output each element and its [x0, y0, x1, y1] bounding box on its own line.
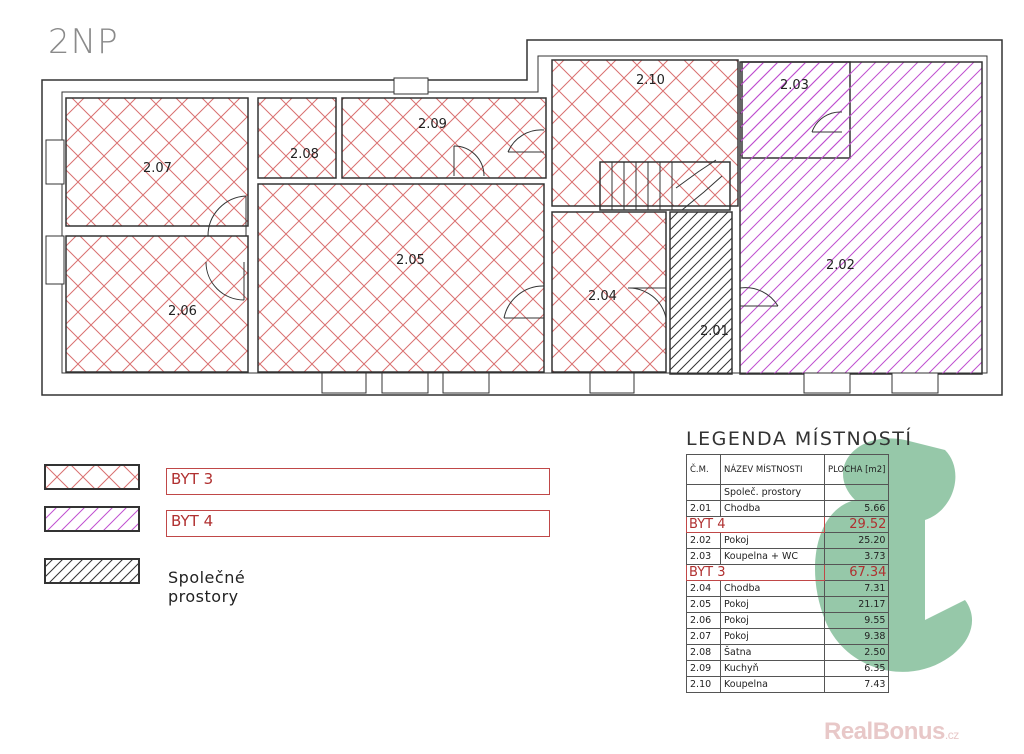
- cell-area: [823, 484, 890, 501]
- room-label-2-09: 2.09: [418, 117, 447, 132]
- header-area: PLOCHA [m2]: [823, 454, 890, 485]
- cell-num: 2.01: [686, 500, 721, 517]
- legend-swatch-common: [44, 558, 140, 584]
- cell-name: Koupelna: [720, 676, 825, 693]
- room-label-2-06: 2.06: [168, 304, 197, 319]
- doors: [205, 111, 843, 319]
- brand-suffix: .cz: [944, 728, 959, 742]
- cell-name: Kuchyň: [720, 660, 825, 677]
- room-2-06: [65, 235, 249, 373]
- watermark-brand: RealBonus.cz: [824, 718, 959, 746]
- cell-name: Pokoj: [720, 596, 825, 613]
- cell-name: Pokoj: [720, 532, 825, 549]
- windows: [45, 77, 939, 394]
- cell-name: BYT 3: [686, 564, 825, 581]
- legend-label-common: Společné prostory: [168, 568, 246, 606]
- cell-area: 21.17: [823, 596, 890, 613]
- inner-wall: [61, 55, 988, 374]
- room-label-2-08: 2.08: [290, 147, 319, 162]
- cell-area: 2.50: [823, 644, 890, 661]
- legend-swatch-byt3: [44, 464, 140, 490]
- cell-area: 7.43: [823, 676, 890, 693]
- header-name: NÁZEV MÍSTNOSTI: [720, 454, 825, 485]
- cell-name: BYT 4: [686, 516, 825, 533]
- cell-area: 9.55: [823, 612, 890, 629]
- room-2-01: [669, 211, 733, 375]
- cell-name: Pokoj: [720, 612, 825, 629]
- header-number: Č.M.: [686, 454, 721, 485]
- room-label-2-02: 2.02: [826, 258, 855, 273]
- room-label-2-05: 2.05: [396, 253, 425, 268]
- floor-label: 2NP: [48, 22, 119, 62]
- cell-name: Chodba: [720, 580, 825, 597]
- cell-num: 2.10: [686, 676, 721, 693]
- cell-area: 29.52: [823, 516, 890, 533]
- cell-num: 2.04: [686, 580, 721, 597]
- cell-num: [686, 484, 721, 501]
- room-2-09: [341, 97, 547, 179]
- legend-label-byt3: BYT 3: [166, 468, 550, 495]
- staircase: [599, 159, 731, 211]
- legend-label-byt4: BYT 4: [166, 510, 550, 537]
- room-label-2-10: 2.10: [636, 73, 665, 88]
- cell-name: Společ. prostory: [720, 484, 825, 501]
- cell-name: Pokoj: [720, 628, 825, 645]
- cell-num: 2.03: [686, 548, 721, 565]
- cell-area: 25.20: [823, 532, 890, 549]
- cell-name: Šatna: [720, 644, 825, 661]
- floor-plan: 2.07 2.08 2.09 2.10 2.03 2.02 2.05 2.06 2.04 2.01: [41, 39, 1003, 396]
- room-2-02: [739, 61, 983, 375]
- cell-area: 7.31: [823, 580, 890, 597]
- cell-area: 9.38: [823, 628, 890, 645]
- cell-num: 2.02: [686, 532, 721, 549]
- cell-num: 2.08: [686, 644, 721, 661]
- table-row: Společ. prostory: [686, 484, 890, 501]
- room-2-08: [257, 97, 337, 179]
- room-table-header: Č.M. NÁZEV MÍSTNOSTI PLOCHA [m2]: [686, 454, 890, 485]
- cell-num: 2.09: [686, 660, 721, 677]
- room-2-10: [551, 59, 739, 207]
- room-label-2-01: 2.01: [700, 324, 729, 339]
- cell-area: 3.73: [823, 548, 890, 565]
- room-label-2-04: 2.04: [588, 289, 617, 304]
- room-table: Č.M. NÁZEV MÍSTNOSTI PLOCHA [m2] Společ.…: [686, 454, 890, 693]
- room-2-05: [257, 183, 545, 373]
- cell-name: Koupelna + WC: [720, 548, 825, 565]
- legend-swatch-byt4: [44, 506, 140, 532]
- cell-num: 2.05: [686, 596, 721, 613]
- cell-num: 2.06: [686, 612, 721, 629]
- cell-area: 6.35: [823, 660, 890, 677]
- room-2-07: [65, 97, 249, 227]
- brand-name: RealBonus: [824, 718, 945, 745]
- room-label-2-03: 2.03: [780, 78, 809, 93]
- cell-name: Chodba: [720, 500, 825, 517]
- cell-area: 67.34: [823, 564, 890, 581]
- room-table-title: LEGENDA MÍSTNOSTÍ: [686, 428, 913, 450]
- cell-area: 5.66: [823, 500, 890, 517]
- cell-num: 2.07: [686, 628, 721, 645]
- room-label-2-07: 2.07: [143, 161, 172, 176]
